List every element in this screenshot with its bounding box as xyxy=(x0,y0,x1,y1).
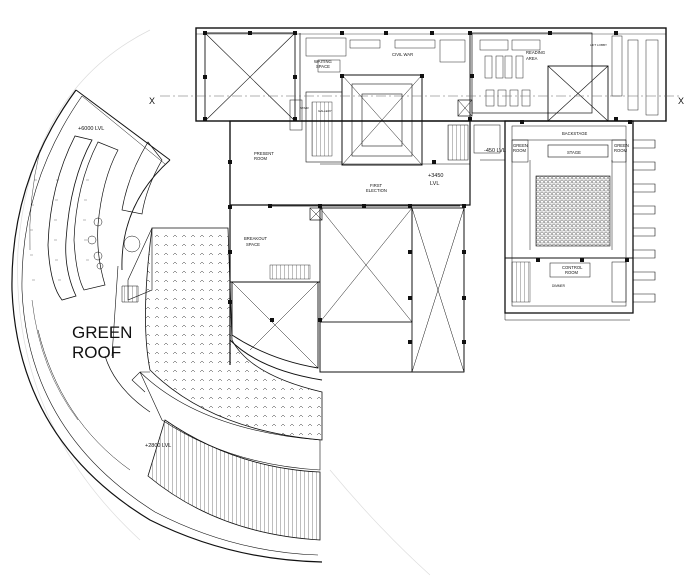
level-2800-label: +2800 LVL xyxy=(145,443,171,449)
green-room-left-label-line2: ROOM xyxy=(513,148,527,153)
level-450-label: -450 LVL xyxy=(484,148,506,154)
first-election-label-line2: ELECTION xyxy=(366,188,387,193)
curved-steps xyxy=(131,371,321,541)
level-6000-label: +6000 LVL xyxy=(78,126,104,132)
green-roof-label-line1: GREEN xyxy=(72,323,132,342)
dimmer-label: DIMMER xyxy=(552,284,566,288)
present-room-label-line1: PRESENT xyxy=(254,151,274,156)
breakout-space-label-line2: SPACE xyxy=(246,242,260,247)
control-room-label-line2: ROOM xyxy=(565,270,579,275)
green-room-right-label-line1: GREEN xyxy=(614,143,629,148)
level-3450-label-line2: LVL xyxy=(430,181,439,187)
breakout-space-label-line1: BREAKOUT xyxy=(244,236,267,241)
section-marker-right: X xyxy=(678,96,684,106)
level-3450-label-line1: +3450 xyxy=(428,173,443,179)
room-labels: GREEN ROOF +6000 LVL +2800 LVL +3450 LVL… xyxy=(72,43,629,449)
section-marker-left: X xyxy=(149,96,155,106)
gallery-label: GALLERY xyxy=(318,109,332,113)
auditorium-block xyxy=(470,120,656,321)
reading-area-label-line1: READING xyxy=(526,50,545,55)
control-room-label-line1: CONTROL xyxy=(562,265,583,270)
waiting-space-label-line1: WAITING xyxy=(314,59,332,64)
civil-war-label: CIVIL WAR xyxy=(392,52,413,57)
landscape-plaza xyxy=(121,227,323,441)
green-room-left-label-line1: GREEN xyxy=(513,143,528,148)
section-line: X X xyxy=(149,95,684,106)
stage-label: STAGE xyxy=(567,150,581,155)
first-election-label-line1: FIRST xyxy=(370,183,383,188)
curved-wing xyxy=(11,89,323,563)
reading-area-label-line2: AREA xyxy=(526,56,538,61)
site-ghost-lines xyxy=(17,29,431,576)
lift-lobby-label: LIFT LOBBY xyxy=(590,43,607,47)
green-room-right-label-line2: ROOM xyxy=(614,148,628,153)
waiting-space-label-line2: SPACE xyxy=(316,64,330,69)
green-roof-label-line2: ROOF xyxy=(72,343,121,362)
present-room-label-line2: ROOM xyxy=(254,156,268,161)
main-block xyxy=(195,27,667,381)
backstage-label: BACKSTAGE xyxy=(562,131,587,136)
stair-label: STAIR xyxy=(300,106,309,110)
